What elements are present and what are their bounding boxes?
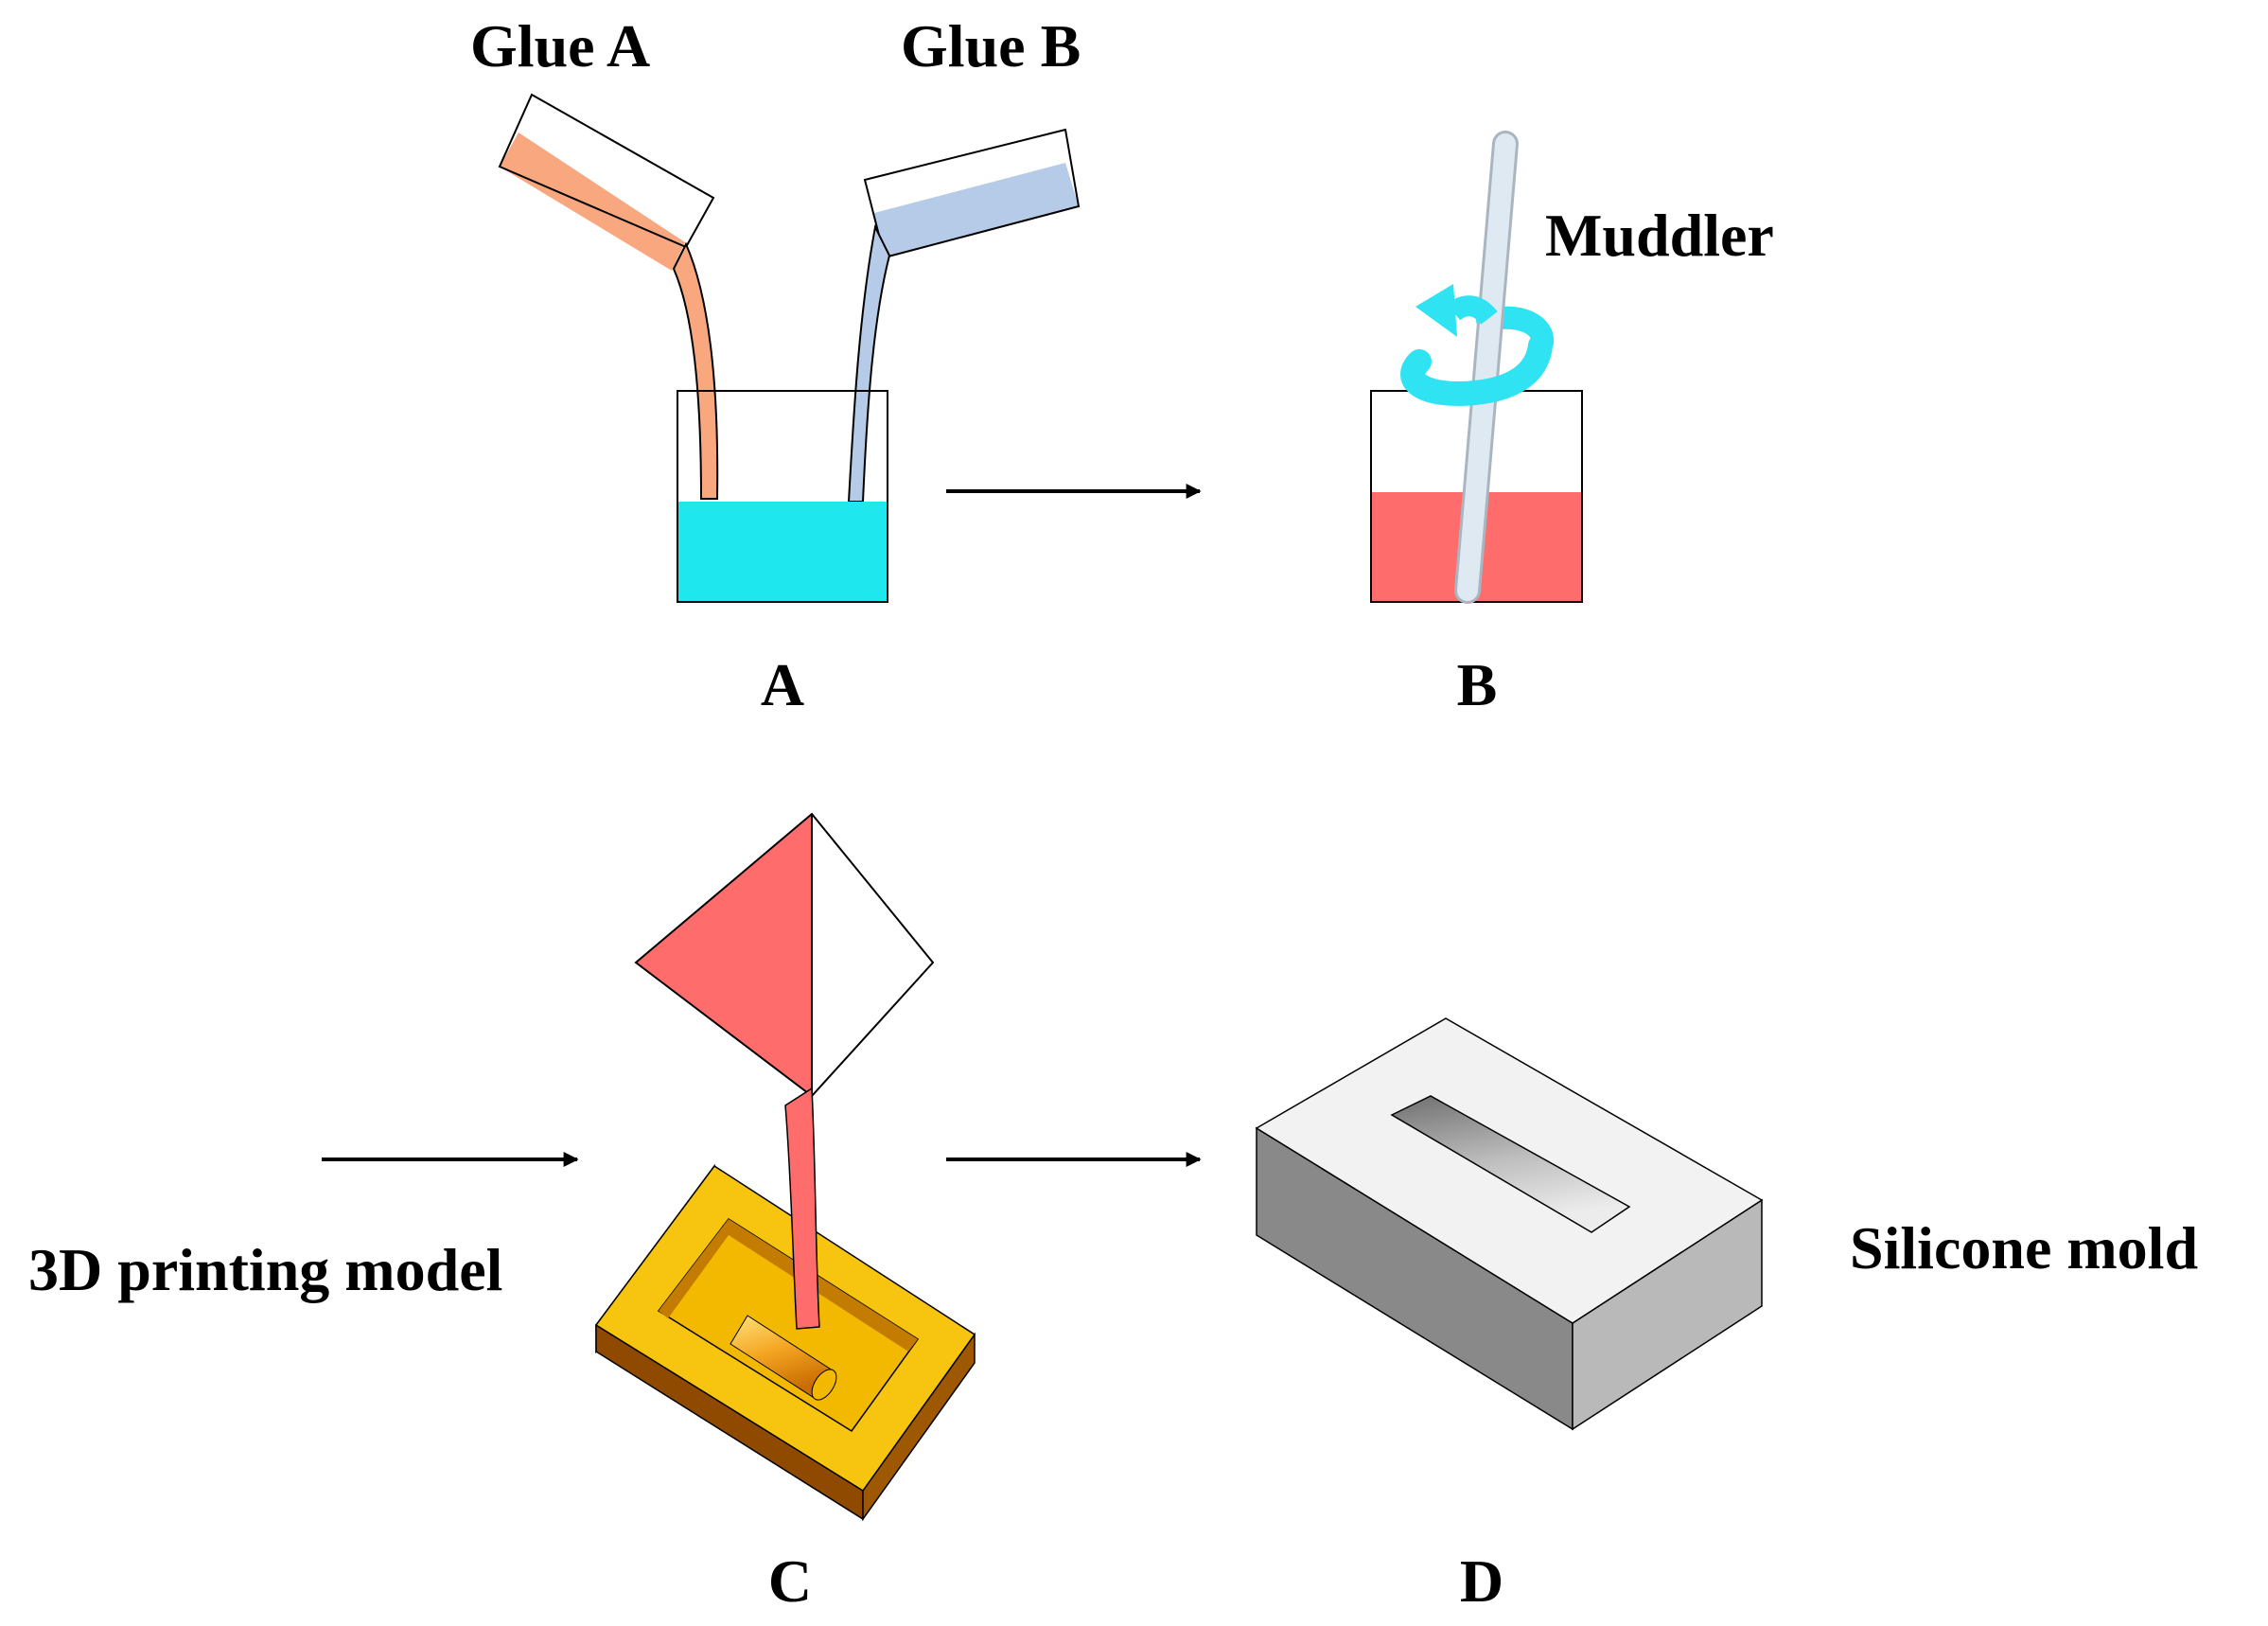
printing-model-3d — [594, 1163, 976, 1522]
step-a-label: A — [761, 651, 804, 718]
beaker-a-liquid — [677, 502, 888, 602]
glue-b-label: Glue B — [901, 12, 1081, 80]
step-c-panel: 3D printing model — [28, 812, 976, 1615]
glue-b-bottle — [863, 128, 1081, 259]
glue-b-stream — [847, 223, 891, 503]
model-cylinder — [730, 1315, 837, 1401]
glue-a-liquid — [500, 133, 685, 271]
beaker-a — [677, 390, 888, 603]
mold-cavity — [1390, 1095, 1631, 1233]
step-c-label: C — [768, 1547, 812, 1615]
glue-a-label: Glue A — [470, 12, 650, 80]
printing-model-label: 3D printing model — [28, 1236, 502, 1303]
step-b-panel: Muddler B — [1370, 131, 1774, 718]
glue-b-liquid — [874, 163, 1079, 257]
pour-stream — [784, 1087, 820, 1330]
silicone-mold-3d — [1255, 1017, 1764, 1431]
glue-a-bottle — [498, 93, 715, 271]
step-d-panel: Silicone mold D — [1255, 1017, 2198, 1615]
step-a-panel: Glue A Glue B A — [470, 12, 1081, 718]
step-b-label: B — [1457, 651, 1498, 718]
step-d-label: D — [1460, 1547, 1503, 1615]
glue-a-stream — [672, 241, 719, 500]
circular-arrow-icon — [1400, 284, 1553, 407]
silicone-mold-label: Silicone mold — [1850, 1214, 2198, 1281]
pouring-container — [634, 812, 935, 1098]
muddler-label: Muddler — [1545, 202, 1774, 269]
